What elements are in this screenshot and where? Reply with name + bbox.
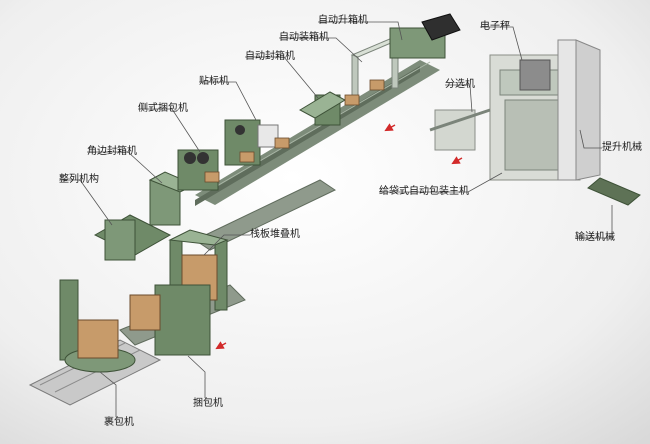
label-auto-case-sealer: 自动封箱机 bbox=[245, 51, 295, 62]
label-strapper: 捆包机 bbox=[193, 398, 223, 409]
strapper-machine bbox=[129, 284, 211, 356]
label-sorter: 分选机 bbox=[445, 79, 475, 90]
side-strapper-machine bbox=[177, 149, 219, 191]
flow-arrows bbox=[215, 123, 463, 350]
sorter-machine bbox=[429, 108, 491, 151]
label-auto-case-packer: 自动装箱机 bbox=[279, 32, 329, 43]
label-labeler: 贴标机 bbox=[199, 76, 229, 87]
label-auto-lift: 自动升箱机 bbox=[318, 15, 368, 26]
elevator-machine bbox=[557, 39, 601, 181]
label-aligner: 整列机构 bbox=[59, 174, 99, 185]
right-conveyor bbox=[587, 177, 641, 206]
label-side-strapper: 侧式捆包机 bbox=[138, 103, 188, 114]
aligner-machine bbox=[93, 214, 172, 261]
label-corner-sealer: 角边封箱机 bbox=[87, 146, 137, 157]
label-wrapper: 裹包机 bbox=[104, 417, 134, 428]
leader-lines bbox=[59, 21, 613, 417]
wrapper-machine bbox=[59, 279, 136, 373]
label-pallet-stacker: 栈板堆叠机 bbox=[250, 229, 300, 240]
label-conveyor: 输送机械 bbox=[575, 232, 615, 243]
label-elevator: 提升机械 bbox=[602, 142, 642, 153]
label-bag-packer: 给袋式自动包装主机 bbox=[379, 186, 469, 197]
label-weigher: 电子秤 bbox=[480, 21, 510, 32]
auto-lift-machine bbox=[389, 13, 461, 59]
cartons bbox=[204, 79, 385, 183]
